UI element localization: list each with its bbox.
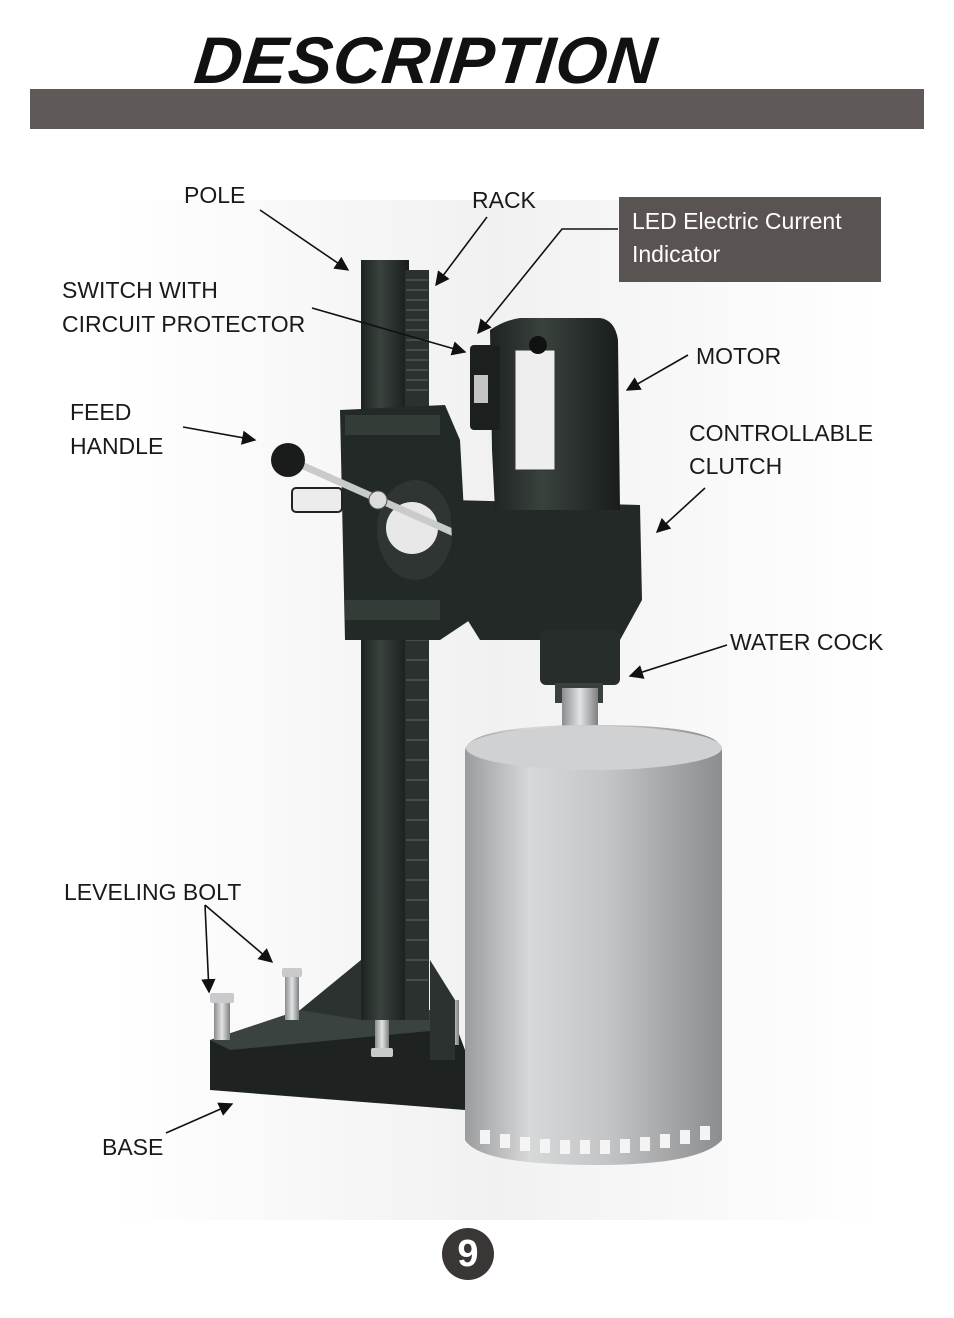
label-feed-line1: FEED (70, 399, 132, 425)
label-led-line2: Indicator (632, 241, 721, 267)
label-base: BASE (102, 1134, 164, 1160)
label-feed-line2: HANDLE (70, 433, 164, 459)
label-motor: MOTOR (696, 343, 782, 369)
label-led-line1: LED Electric Current (632, 208, 842, 234)
label-water-cock: WATER COCK (730, 629, 884, 655)
motor (470, 318, 620, 510)
label-led-indicator: LED Electric Current Indicator (619, 197, 881, 282)
page-number-badge: 9 (442, 1228, 494, 1280)
label-clutch-line1: CONTROLLABLE (689, 420, 874, 446)
label-rack: RACK (472, 187, 536, 213)
label-clutch-line2: CLUTCH (689, 453, 783, 479)
label-leveling-bolt: LEVELING BOLT (64, 879, 242, 905)
label-switch-line1: SWITCH WITH (62, 277, 218, 303)
carriage (340, 405, 470, 640)
label-switch-line2: CIRCUIT PROTECTOR (62, 311, 306, 337)
title-bar (30, 89, 924, 129)
core-bit (465, 688, 722, 1165)
label-pole: POLE (184, 182, 246, 208)
